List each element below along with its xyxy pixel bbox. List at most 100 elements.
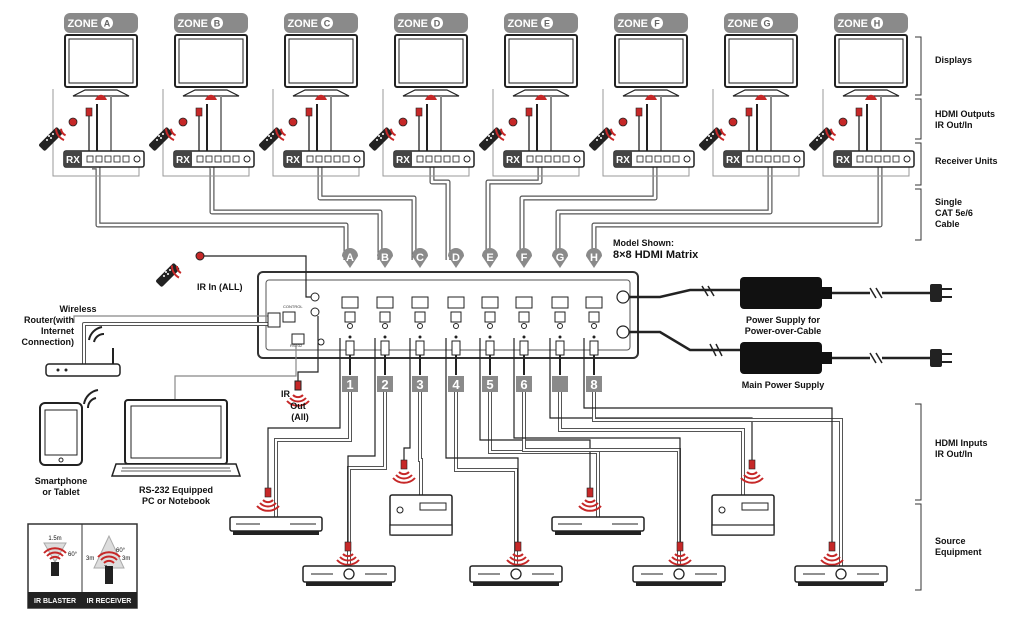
input-chain-4: 4: [445, 338, 563, 587]
media-player: [302, 565, 396, 587]
matrix-port-3: [411, 296, 429, 339]
receiver-unit: RX: [283, 150, 365, 168]
phone-l1: Smartphone: [35, 476, 88, 486]
remote-icon: [478, 126, 504, 152]
legend-d3: 3m: [122, 556, 130, 562]
ir-out-cable: [286, 316, 319, 407]
matrix-port-2: [376, 296, 394, 339]
matrix-port-8: [585, 296, 603, 339]
receiver-tag: RX: [66, 155, 80, 166]
desktop-source: [711, 494, 775, 536]
legend-d2: 3m: [86, 556, 94, 562]
receiver-tag: RX: [396, 155, 410, 166]
zone-tab-letter: E: [544, 19, 550, 29]
section-cat-3: Cable: [935, 219, 960, 229]
ir-out-jack: [310, 307, 320, 317]
media-player: [794, 565, 888, 587]
remote-icon: [698, 126, 724, 152]
zone-tab-letter: F: [654, 19, 660, 29]
output-letter: F: [521, 252, 528, 264]
router-device: [45, 312, 281, 377]
input-number: 1: [346, 377, 353, 392]
receiver-tag: RX: [176, 155, 190, 166]
poc-supply-l2: Power-over-Cable: [745, 326, 822, 336]
notebook-device: [110, 333, 305, 477]
power-port-main: [616, 325, 630, 339]
matrix-port-5: [481, 296, 499, 339]
power-port-poc: [616, 290, 630, 304]
poc-supply-l1: Power Supply for: [746, 315, 821, 325]
matrix-port-7: [551, 296, 569, 339]
receiver-unit: RX: [723, 150, 805, 168]
legend-d1: 1.5m: [48, 536, 61, 542]
lan-port: [282, 311, 296, 323]
output-letter: A: [346, 252, 354, 264]
zone-tab-label: ZONE: [617, 18, 648, 30]
input-number: 8: [590, 377, 597, 392]
receiver-unit: RX: [393, 150, 475, 168]
hdmi-out-connector: [205, 94, 217, 100]
zone-tab-letter: D: [434, 19, 441, 29]
zone-tab-label: ZONE: [287, 18, 318, 30]
zone-tab-letter: C: [324, 19, 331, 29]
section-cat-2: CAT 5e/6: [935, 208, 973, 218]
router-l3: Internet: [41, 326, 74, 336]
hdmi-out-connector: [315, 94, 327, 100]
section-hdmi-out-1: HDMI Outputs: [935, 109, 995, 119]
ir-out-l1: IR: [281, 389, 291, 399]
hdmi-out-connector: [865, 94, 877, 100]
hdmi-out-connector: [535, 94, 547, 100]
main-supply-label: Main Power Supply: [742, 380, 825, 390]
output-letter: B: [381, 252, 389, 264]
set-top-box: [551, 516, 645, 536]
media-player: [632, 565, 726, 587]
ir-in-cable: [155, 251, 311, 298]
output-letter: C: [416, 252, 424, 264]
section-receivers: Receiver Units: [935, 156, 998, 166]
output-marker-c: C: [412, 248, 428, 268]
remote-icon: [38, 126, 64, 152]
output-marker-b: B: [377, 248, 393, 268]
zone-tab-label: ZONE: [727, 18, 758, 30]
matrix-port-4: [447, 296, 465, 339]
section-source-2: Equipment: [935, 547, 982, 557]
legend-a2: 60°: [116, 548, 126, 554]
input-chain-1: 1: [229, 338, 358, 536]
zone-tab-letter: H: [874, 19, 881, 29]
receiver-unit: RX: [503, 150, 585, 168]
matrix-port-6: [515, 296, 533, 339]
output-letter: G: [556, 252, 565, 264]
zone-tab-label: ZONE: [67, 18, 98, 30]
pc-l2: PC or Notebook: [142, 496, 211, 506]
router-l4: Connection): [22, 337, 75, 347]
output-marker-d: D: [448, 248, 464, 268]
receiver-unit: RX: [613, 150, 695, 168]
receiver-tag: RX: [616, 155, 630, 166]
model-caption: Model Shown:: [613, 238, 674, 248]
receiver-tag: RX: [506, 155, 520, 166]
zone-tab-letter: B: [214, 19, 221, 29]
hdmi-out-connector: [425, 94, 437, 100]
input-number: 2: [381, 377, 388, 392]
input-chain-5: 5: [479, 338, 645, 536]
desktop-source: [389, 494, 453, 536]
output-marker-a: A: [342, 248, 358, 268]
output-letter: H: [590, 252, 598, 264]
zone-tab-label: ZONE: [507, 18, 538, 30]
input-chain-2: 2: [302, 338, 396, 587]
legend-a1: 60°: [68, 552, 78, 558]
hdmi-out-connector: [755, 94, 767, 100]
ir-legend: IR BLASTER IR RECEIVER 1.5m 60° 60° 3m 3…: [27, 523, 138, 609]
power-supplies: [629, 277, 952, 374]
control-port-label: CONTROL: [283, 304, 303, 309]
receiver-unit: RX: [833, 150, 915, 168]
input-chain-8: 8: [583, 338, 888, 587]
receiver-tag: RX: [836, 155, 850, 166]
ir-out-l3: (All): [291, 412, 309, 422]
input-number: 6: [520, 377, 527, 392]
